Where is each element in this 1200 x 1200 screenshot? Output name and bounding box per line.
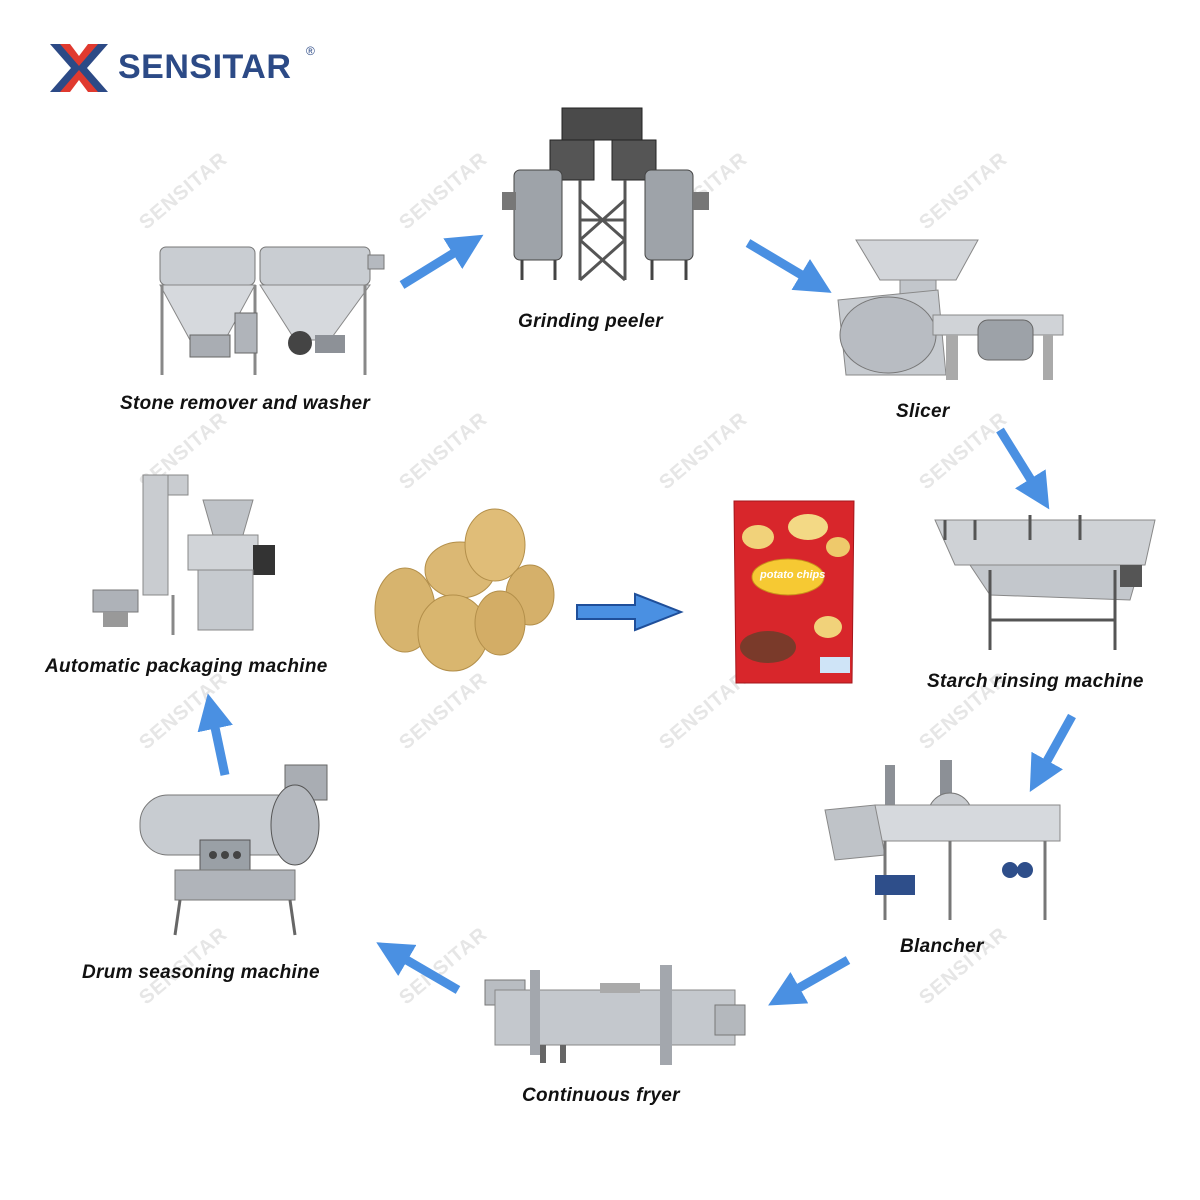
step-label-fryer: Continuous fryer (522, 1085, 680, 1106)
chips-bag-icon (733, 500, 855, 684)
stone-remover-washer-image (159, 246, 385, 375)
step-label-slicer: Slicer (896, 401, 950, 422)
step-label-blancher: Blancher (900, 936, 984, 957)
chips-bag-text: potato chips (760, 569, 826, 581)
potatoes-image (374, 508, 555, 672)
starch-rinsing-machine-image (934, 515, 1156, 650)
step-label-pack: Automatic packaging machine (45, 656, 328, 677)
arrow-stone-to-peeler (399, 234, 484, 289)
potato-chips-bag: potato chips (728, 497, 860, 687)
step-label-peeler: Grinding peeler (518, 311, 663, 332)
arrow-peeler-to-slicer (745, 239, 832, 293)
drum-seasoning-machine-image (139, 764, 328, 936)
slicer-image (837, 239, 1064, 380)
continuous-fryer-image (484, 965, 746, 1065)
arrow-slicer-to-starch (996, 427, 1050, 510)
brand-logo: SENSITAR ® (48, 40, 348, 100)
arrow-drum-to-pack (197, 693, 233, 776)
arrow-blancher-to-fryer (768, 956, 851, 1006)
arrow-fryer-to-drum (376, 942, 461, 994)
brand-logo-mark-icon (50, 44, 108, 92)
step-label-drum: Drum seasoning machine (82, 962, 320, 983)
automatic-packaging-machine-image (92, 474, 275, 635)
brand-name: SENSITAR (118, 48, 292, 86)
registered-mark: ® (306, 44, 315, 58)
step-label-stone: Stone remover and washer (120, 393, 371, 414)
arrow-starch-to-blancher (1029, 713, 1076, 793)
blancher-image (824, 760, 1061, 920)
step-label-starch: Starch rinsing machine (927, 671, 1144, 692)
grinding-peeler-image (502, 107, 709, 282)
center-arrow-icon (576, 592, 684, 632)
